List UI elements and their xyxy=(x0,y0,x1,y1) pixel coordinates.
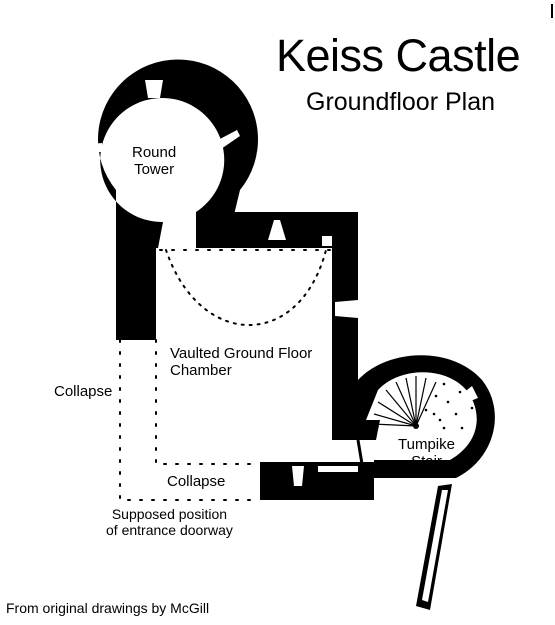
stair-steps xyxy=(371,376,437,427)
stair-window xyxy=(462,386,478,402)
east-window xyxy=(335,300,358,318)
vault-arc xyxy=(165,249,327,326)
page-title: Keiss Castle xyxy=(276,30,521,81)
collapse-bottom-label: Collapse xyxy=(167,473,226,490)
collapse-left-label: Collapse xyxy=(54,383,113,400)
round-tower-wall xyxy=(98,59,258,249)
collapse-dotted-lines xyxy=(119,249,333,501)
stair-buttress-inner xyxy=(422,490,448,602)
tumpike-stair-label: Tumpike Stair xyxy=(398,436,455,470)
tower-embrasure-left xyxy=(80,143,102,152)
vaulted-chamber-label: Vaulted Ground Floor Chamber xyxy=(170,345,313,379)
east-wall xyxy=(332,212,358,440)
page-subtitle: Groundfloor Plan xyxy=(306,88,496,116)
north-window xyxy=(268,220,286,240)
tower-embrasure-top xyxy=(145,80,163,98)
round-tower-label: Round Tower xyxy=(132,144,177,178)
stair-newel xyxy=(413,423,419,429)
south-recess xyxy=(318,466,358,472)
north-recess xyxy=(322,236,334,246)
west-wall xyxy=(116,246,156,340)
south-loophole xyxy=(292,466,304,486)
stair-dotted-steps xyxy=(424,382,474,430)
corner-mark xyxy=(551,4,553,18)
entrance-label: Supposed position of entrance doorway xyxy=(106,506,233,538)
east-wall-junction xyxy=(340,420,380,440)
credit-text: From original drawings by McGill xyxy=(6,600,210,616)
tower-embrasure-right xyxy=(218,130,240,149)
